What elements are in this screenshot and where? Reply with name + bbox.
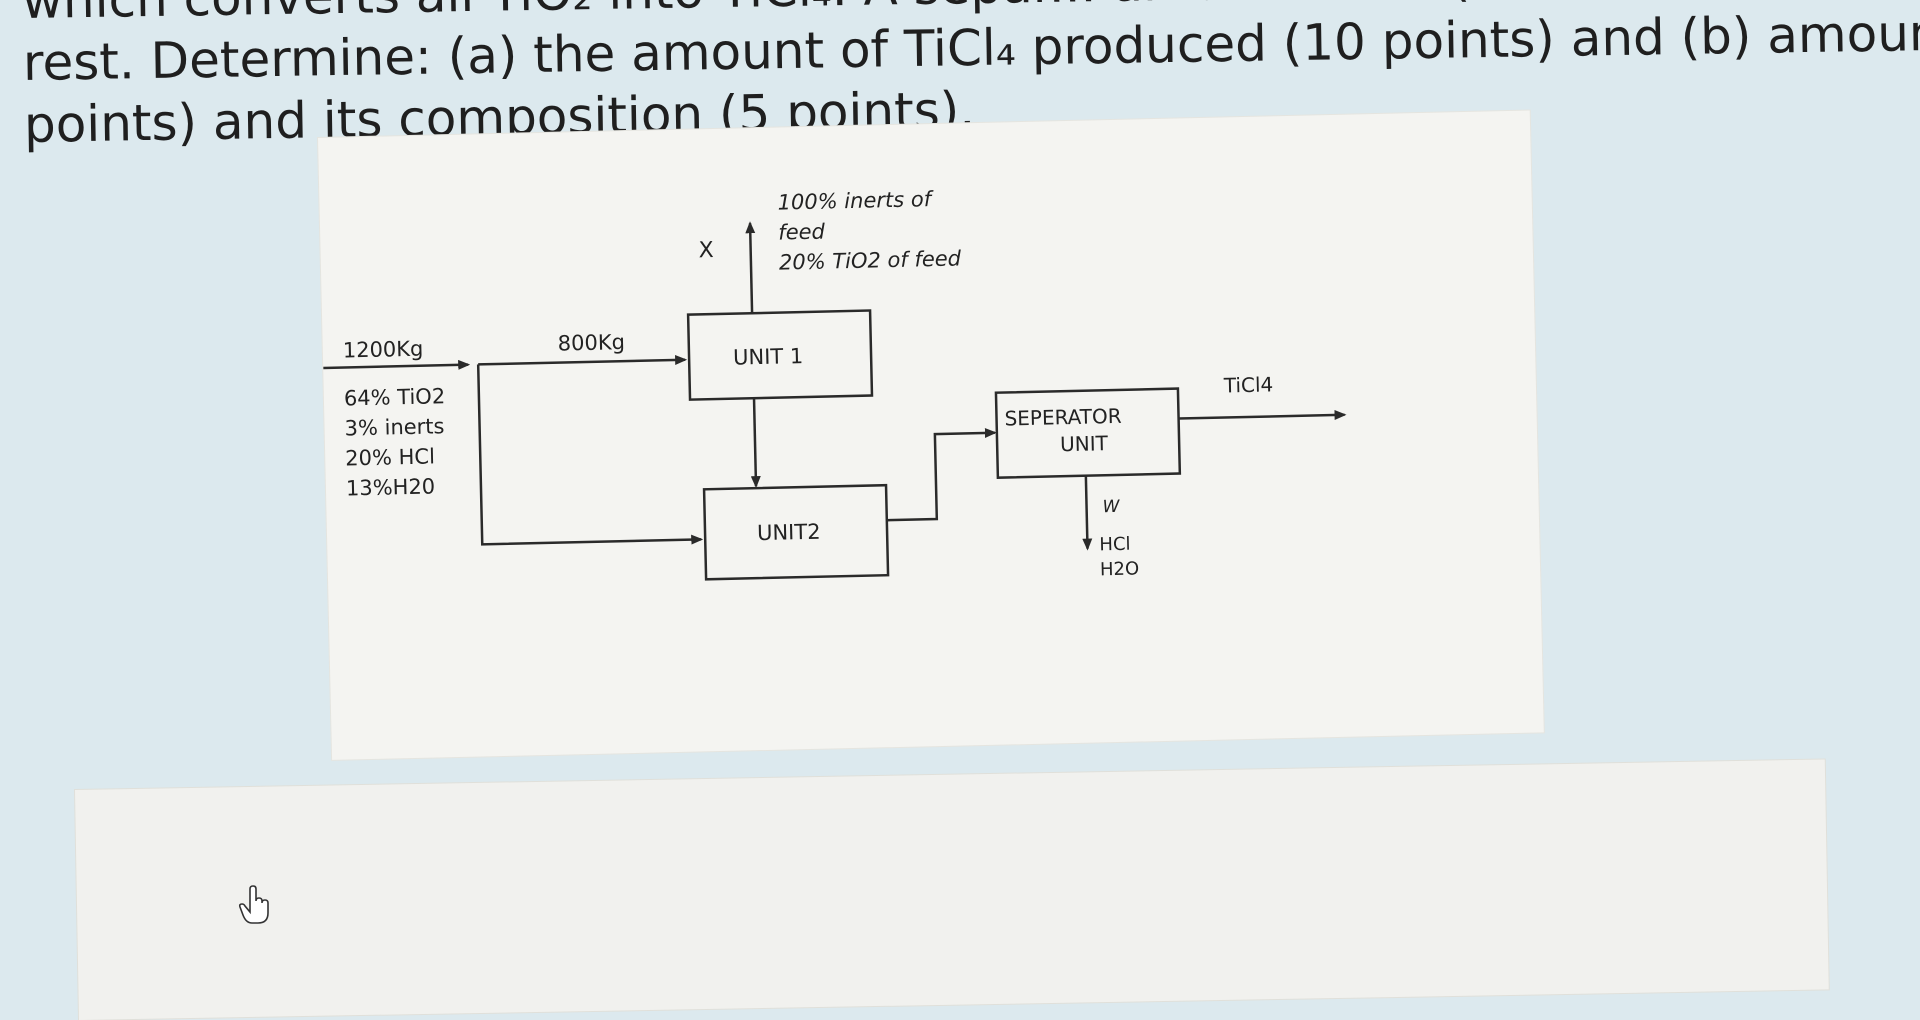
separator-label-2: UNIT <box>1060 431 1109 456</box>
unit2-label: UNIT2 <box>757 520 821 545</box>
feed-comp-2: 3% inerts <box>344 414 444 440</box>
unit1-to-unit2-line <box>750 398 761 489</box>
feed-comp-1: 64% TiO2 <box>344 384 446 410</box>
unit2-box <box>702 483 890 581</box>
top-note-3: 20% TiO2 of feed <box>779 246 962 274</box>
unit1-box <box>686 309 874 401</box>
w-comp-1: HCl <box>1099 534 1131 556</box>
separator-box <box>994 387 1182 479</box>
feed-stream-line <box>323 359 471 370</box>
unit2-to-separator-line <box>886 427 997 522</box>
feed-comp-4: 13%H20 <box>346 474 436 500</box>
feed-comp-3: 20% HCl <box>345 444 435 470</box>
stream-w-label: W <box>1102 497 1120 517</box>
stream-x-line <box>745 221 756 314</box>
top-note-1: 100% inerts of <box>777 187 935 215</box>
unit1-feed-mass-label: 800Kg <box>557 330 625 356</box>
process-flow-diagram: 1200Kg 64% TiO2 3% inerts 20% HCl 13%H20… <box>318 110 1544 760</box>
separator-label-1: SEPERATOR <box>1004 404 1122 431</box>
feed-mass-label: 1200Kg <box>343 337 424 363</box>
top-note-2: feed <box>778 220 826 245</box>
stream-x-label: X <box>698 238 714 263</box>
product-stream-line <box>1178 410 1347 421</box>
hand-cursor-icon <box>238 885 269 924</box>
bypass-stream-line <box>476 364 704 546</box>
w-comp-2: H2O <box>1100 558 1140 580</box>
diagram-svg: 1200Kg 64% TiO2 3% inerts 20% HCl 13%H20… <box>323 187 1347 581</box>
unit1-label: UNIT 1 <box>733 344 804 370</box>
product-label: TiCl4 <box>1223 372 1274 397</box>
unit1-feed-line <box>478 354 688 366</box>
stream-w-line <box>1082 475 1093 551</box>
answer-box[interactable] <box>75 759 1829 1020</box>
